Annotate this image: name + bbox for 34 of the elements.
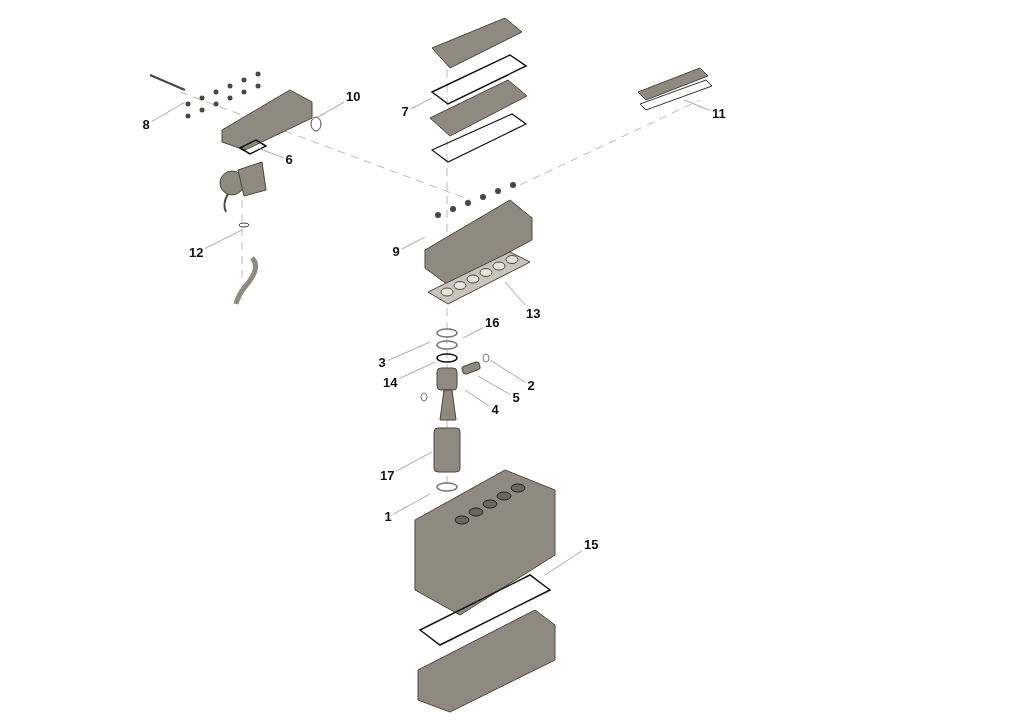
callout-number: 12 xyxy=(189,245,204,261)
callout-number: 7 xyxy=(401,104,409,120)
leader-line xyxy=(387,341,431,362)
callout-number: 1 xyxy=(384,509,392,525)
callout-number: 15 xyxy=(584,537,599,553)
callout-number: 10 xyxy=(346,89,361,105)
leader-line xyxy=(683,99,711,111)
leader-line xyxy=(151,101,186,123)
callout-number: 13 xyxy=(526,306,541,322)
callout-number: 14 xyxy=(383,375,398,391)
callout-number: 2 xyxy=(527,378,535,394)
callout-number: 5 xyxy=(512,390,520,406)
leader-line xyxy=(464,389,490,407)
leader-line xyxy=(257,147,284,159)
leader-line xyxy=(504,281,526,306)
leader-line xyxy=(317,101,345,118)
leader-line xyxy=(398,361,436,380)
leader-line xyxy=(544,550,583,576)
callout-number: 9 xyxy=(392,244,400,260)
callout-number: 17 xyxy=(380,468,395,484)
leader-line xyxy=(401,236,426,250)
callout-number: 8 xyxy=(142,117,150,133)
leader-line xyxy=(410,97,433,110)
callout-number: 3 xyxy=(378,355,386,371)
callout-number: 6 xyxy=(285,152,293,168)
leader-line xyxy=(462,327,484,339)
callout-number: 16 xyxy=(485,315,500,331)
leader-line xyxy=(489,359,526,383)
leader-line xyxy=(395,451,433,472)
leader-line xyxy=(393,493,431,515)
callout-number: 11 xyxy=(712,106,726,122)
callout-number: 4 xyxy=(491,402,499,418)
leader-line xyxy=(477,375,511,396)
leader-line xyxy=(204,229,243,249)
